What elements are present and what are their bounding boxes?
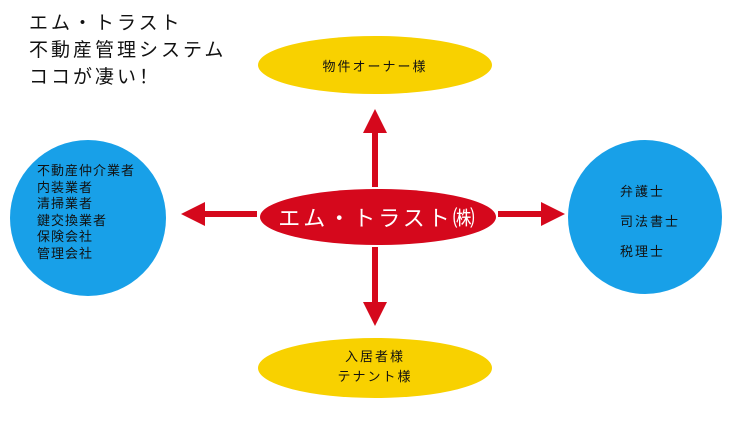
professionals-node: 弁護士 司法書士 税理士 [568, 140, 722, 294]
tenant-node: 入居者様 テナント様 [258, 338, 492, 398]
heading-line-1: エム・トラスト [29, 12, 183, 34]
property-owner-label: 物件オーナー様 [322, 59, 428, 75]
arrow-right [498, 202, 565, 226]
list-item: 内装業者 [37, 180, 94, 196]
arrow-left [181, 202, 257, 226]
tenant-label-2: テナント様 [337, 370, 413, 385]
professionals-list: 弁護士 司法書士 税理士 [620, 178, 680, 268]
tenant-label-1: 入居者様 [344, 350, 405, 365]
list-item: 清掃業者 [37, 197, 94, 212]
list-item: 管理会社 [37, 246, 94, 262]
property-owner-node: 物件オーナー様 [258, 36, 492, 94]
list-item: 保険会社 [37, 230, 94, 245]
heading-line-2: 不動産管理システム [29, 39, 227, 61]
contractors-list: 不動産仲介業者 内装業者 清掃業者 鍵交換業者 保険会社 管理会社 [37, 164, 135, 263]
arrow-up [363, 109, 387, 187]
arrow-down [363, 247, 387, 326]
list-item: 税理士 [620, 245, 666, 260]
heading: エム・トラスト 不動産管理システム ココが凄い！ [29, 10, 226, 91]
list-item: 鍵交換業者 [37, 213, 108, 229]
company-node: エム・トラスト㈱ [260, 189, 496, 245]
heading-line-3: ココが凄い！ [29, 66, 162, 88]
contractors-node: 不動産仲介業者 内装業者 清掃業者 鍵交換業者 保険会社 管理会社 [10, 140, 166, 296]
company-label: エム・トラスト㈱ [278, 207, 478, 232]
list-item: 司法書士 [620, 215, 681, 230]
list-item: 不動産仲介業者 [37, 164, 136, 179]
list-item: 弁護士 [620, 185, 666, 200]
